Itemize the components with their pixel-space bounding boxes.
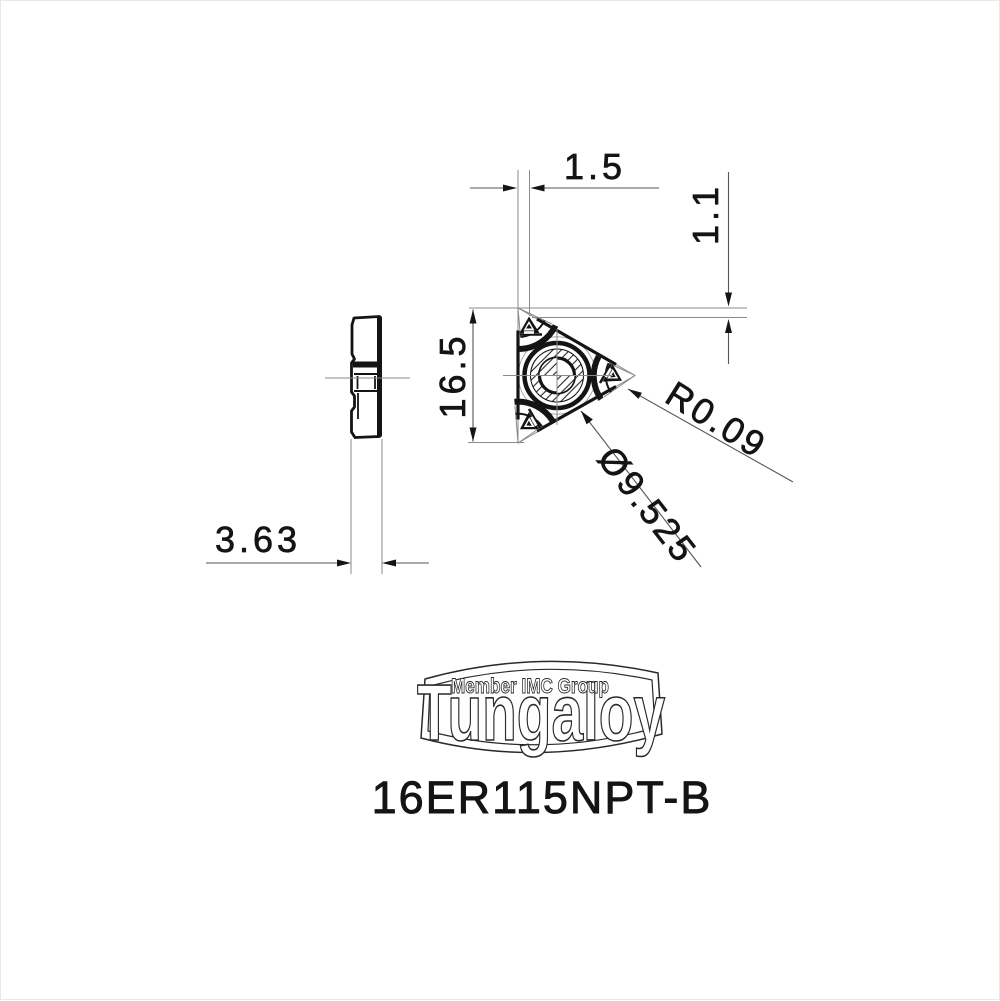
mounting-hole [503,329,613,425]
dim-label-insert-height: 16.5 [432,332,473,418]
side-view-hole-band [353,361,379,368]
dim-label-tip-offset-vertical: 1.1 [685,183,726,245]
label-nose-radius: R0.09 [659,373,775,467]
dimension-1-5: 1.5 [470,146,659,316]
insert-front-view [499,308,635,443]
logo-border-inner [427,668,656,746]
logo-border-outer [420,660,663,754]
dim-label-tip-offset-horizontal: 1.5 [564,146,626,187]
tungaloy-logo: Tungaloy Member IMC Group [416,660,666,758]
leader-nose-radius: R0.09 [627,373,794,483]
dimension-16-5: 16.5 [432,309,524,443]
dim-label-insert-thickness: 3.63 [215,519,301,560]
label-inscribed-circle-diameter: Ø9.525 [590,439,706,571]
dimension-1-1: 1.1 [469,172,747,364]
logo-brand-text: Tungaloy [417,668,665,757]
insert-side-view [325,315,410,439]
logo-tagline-text: Member IMC Group [451,675,609,698]
leader-inscribed-circle: Ø9.525 [580,410,706,572]
dimension-3-63: 3.63 [206,439,429,574]
part-number: 16ER115NPT-B [372,772,713,823]
